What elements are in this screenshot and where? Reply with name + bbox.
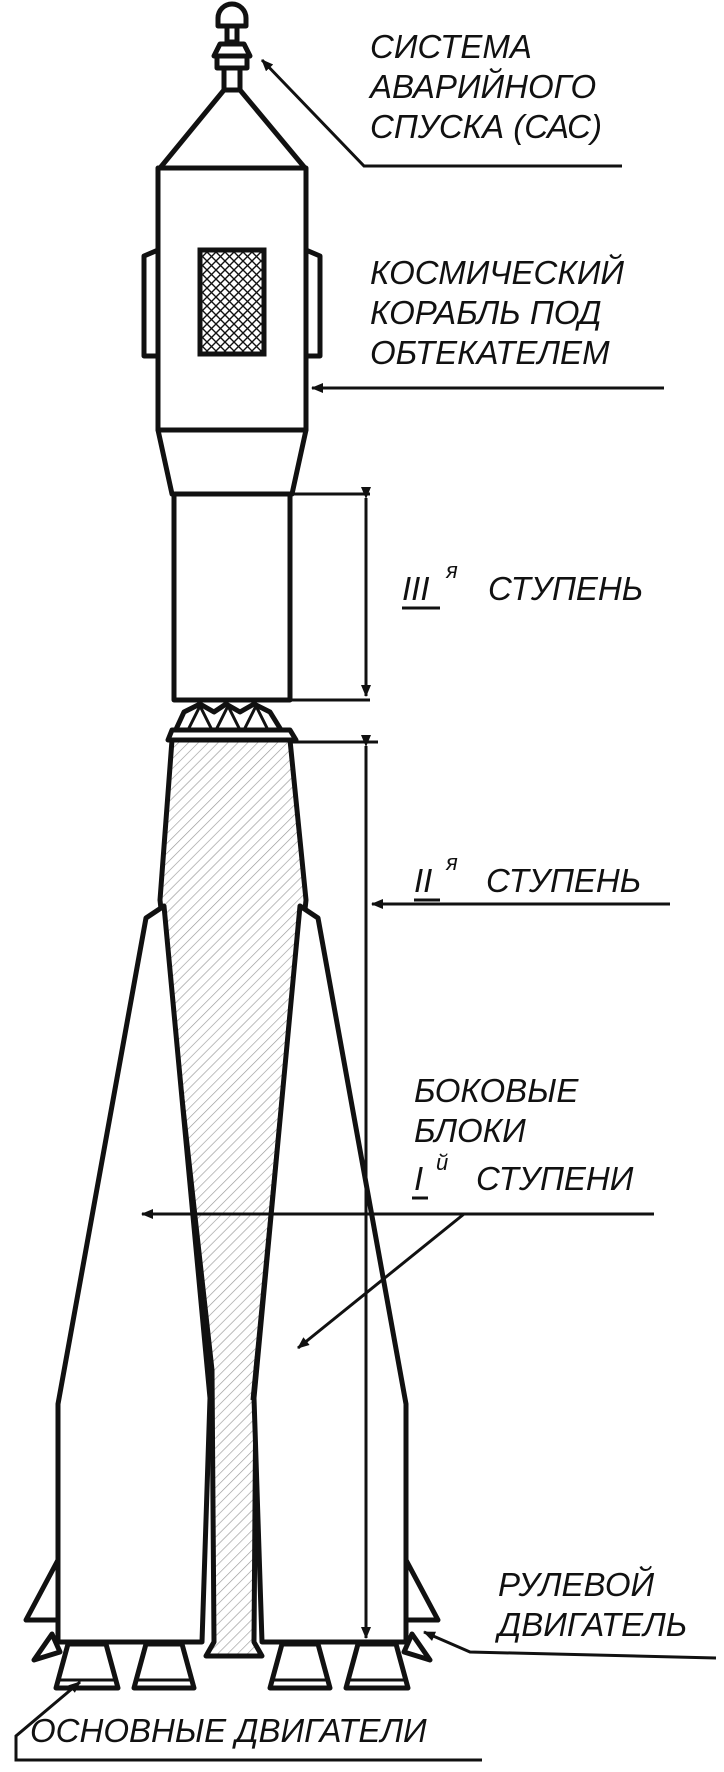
stage3-dimension [262, 487, 371, 702]
svg-text:я: я [445, 850, 458, 875]
stage1-label: БОКОВЫЕ БЛОКИ I й СТУПЕНИ [412, 1072, 634, 1200]
main-engine-nozzles [53, 1641, 411, 1691]
svg-text:СТУПЕНЬ: СТУПЕНЬ [488, 570, 643, 607]
svg-text:СТУПЕНЬ: СТУПЕНЬ [486, 862, 641, 899]
stage2-label: II я СТУПЕНЬ [414, 850, 641, 902]
svg-text:БОКОВЫЕ: БОКОВЫЕ [414, 1072, 579, 1109]
main-engines-label: ОСНОВНЫЕ ДВИГАТЕЛИ [30, 1712, 427, 1749]
fin-left [141, 247, 161, 359]
stage2-dimension [290, 735, 378, 1639]
svg-text:III: III [402, 570, 430, 607]
steering-arrow [423, 1630, 717, 1660]
stage1-arrow-diag [297, 1212, 465, 1350]
booster-left [23, 903, 214, 1663]
svg-text:I: I [414, 1160, 423, 1197]
svg-text:СТУПЕНИ: СТУПЕНИ [476, 1160, 634, 1197]
window-hatch [197, 247, 267, 357]
ship-label: КОСМИЧЕСКИЙ КОРАБЛЬ ПОД ОБТЕКАТЕЛЕМ [370, 253, 633, 371]
fin-right [303, 247, 323, 359]
svg-text:БЛОКИ: БЛОКИ [414, 1112, 526, 1149]
adapter-cone [155, 427, 309, 497]
svg-text:II: II [414, 862, 432, 899]
steering-engine-label: РУЛЕВОЙ ДВИГАТЕЛЬ [494, 1565, 687, 1643]
sas-arrow [260, 58, 622, 168]
svg-text:я: я [445, 558, 458, 583]
stage3-label: III я СТУПЕНЬ [402, 558, 643, 610]
sas-label: СИСТЕМА АВАРИЙНОГО СПУСКА (САС) [368, 28, 605, 145]
escape-tower [157, 1, 308, 171]
svg-text:й: й [436, 1150, 448, 1175]
spacecraft-fairing [141, 165, 323, 497]
main-engines-arrow [14, 1680, 482, 1762]
